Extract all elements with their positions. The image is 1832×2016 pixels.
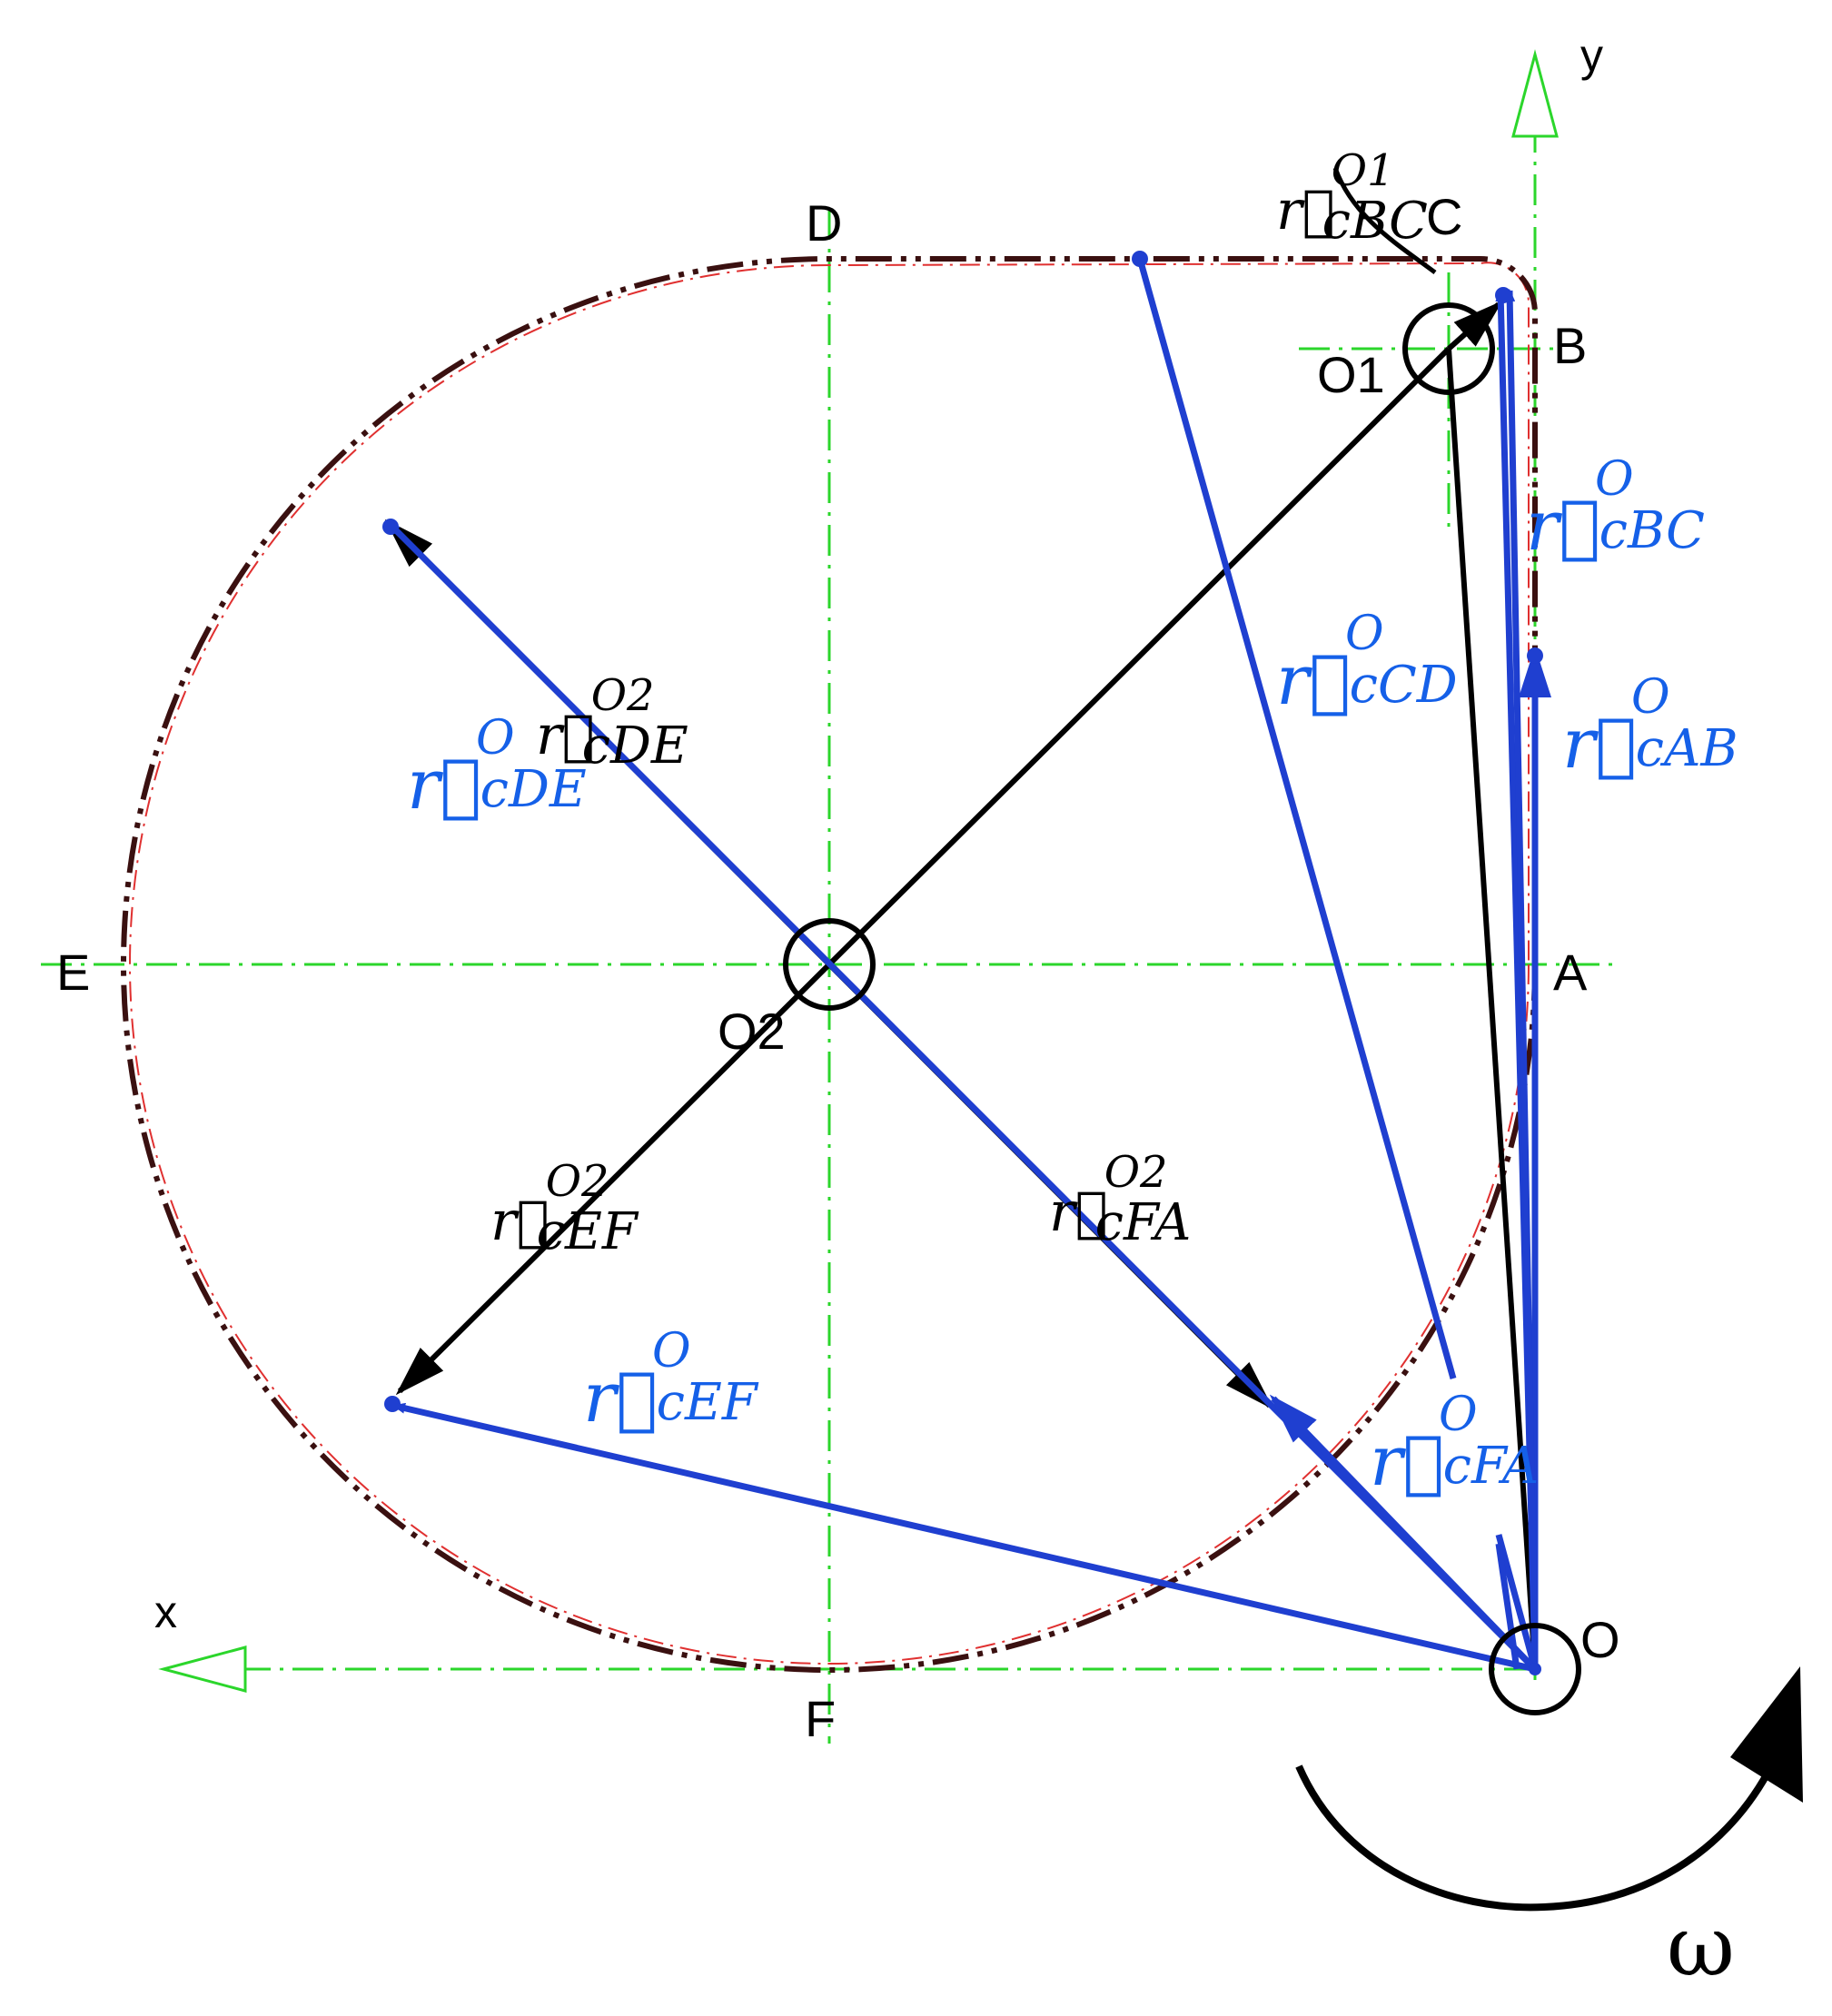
label-O: O	[1580, 1611, 1620, 1668]
vector-o-cCD-lower	[1495, 1534, 1539, 1670]
dot-cEF	[384, 1396, 401, 1412]
cam-path-light	[129, 262, 1530, 1665]
label-D: D	[806, 194, 842, 252]
label-x-axis: x	[154, 1586, 177, 1637]
dot-cDE	[382, 519, 399, 535]
blue-vectors	[386, 258, 1551, 1673]
vector-o-cEF	[392, 1402, 1536, 1673]
label-C: C	[1426, 188, 1462, 245]
label-y-axis: y	[1580, 30, 1603, 81]
vector-o2-cEF	[395, 962, 832, 1396]
endpoint-dots	[382, 251, 1543, 1675]
cam-path	[121, 256, 1538, 1673]
vector-o-cBC-2	[1504, 289, 1539, 1670]
dot-cBC	[1495, 287, 1511, 303]
label-F: F	[805, 1690, 836, 1747]
vector-o1-cBC	[1447, 301, 1503, 351]
pivot-o1-icon	[1402, 302, 1495, 395]
vector-o-cFA-inner	[1495, 1543, 1520, 1670]
line-o1-o	[1446, 348, 1538, 1670]
point-labels: D C B O1 A E O2 F O y x	[56, 30, 1620, 1747]
pivot-o-icon	[1489, 1623, 1581, 1715]
leader-o1-cBC	[1332, 167, 1437, 275]
dot-o	[1529, 1663, 1541, 1675]
label-E: E	[56, 944, 90, 1001]
line-o2-o1	[827, 346, 1451, 967]
y-axis-arrow-icon	[1511, 49, 1559, 138]
x-axis-arrow-icon	[158, 1645, 247, 1693]
label-O2: O2	[718, 1003, 786, 1060]
label-B: B	[1553, 317, 1587, 374]
rotation-arrow-head-icon	[1730, 1666, 1803, 1803]
vector-o-cFA	[1269, 1394, 1538, 1672]
curved-arrow-icon	[1295, 1755, 1779, 1912]
dot-cCD	[1132, 251, 1148, 267]
label-A: A	[1553, 944, 1588, 1001]
label-O1: O1	[1317, 346, 1385, 403]
vector-o-cDE	[386, 520, 1538, 1672]
vector-o-cCD	[1136, 258, 1457, 1379]
label-omega: ω	[1667, 1898, 1735, 1995]
pivot-o2-icon	[783, 918, 876, 1011]
dot-cAB	[1527, 647, 1543, 664]
